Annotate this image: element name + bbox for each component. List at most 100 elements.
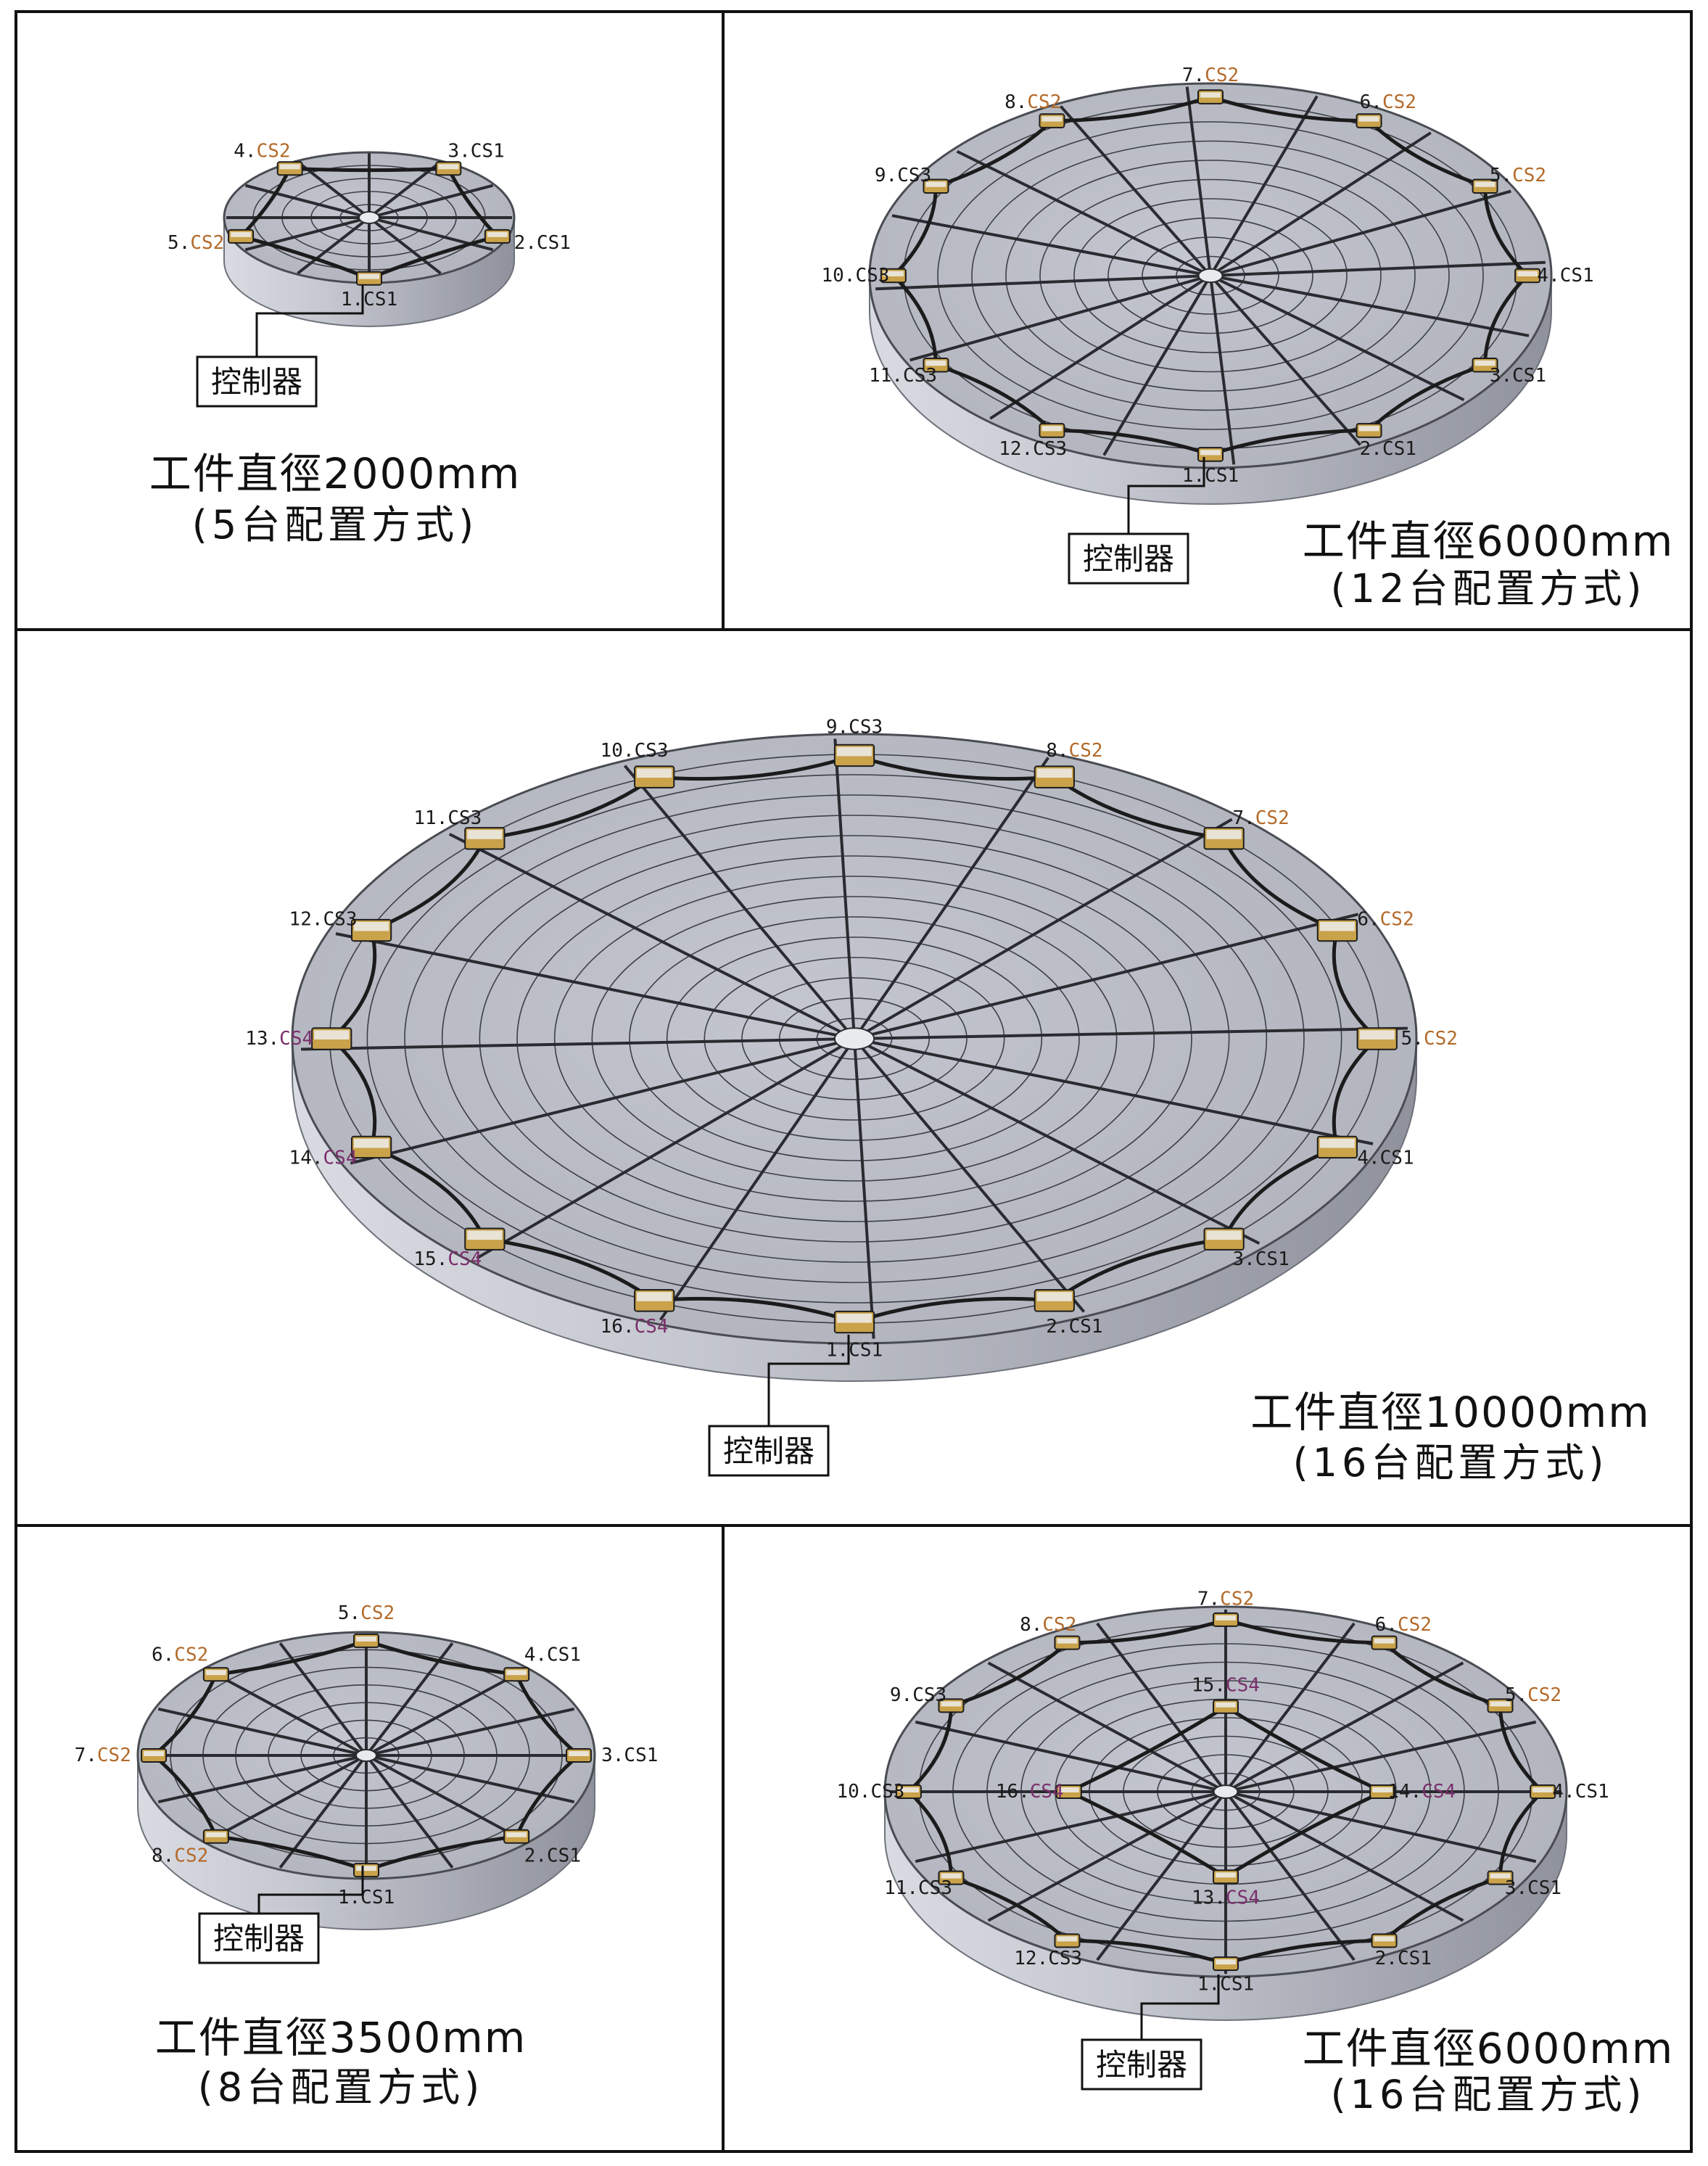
clamp-unit-11: [938, 1870, 965, 1885]
clamp-unit-7: [1203, 827, 1245, 850]
controller-label: 控制器: [211, 364, 302, 400]
clamp-unit-3: [1487, 1870, 1514, 1885]
clamp-unit-10: [634, 765, 675, 788]
unit-label: 13.CS4: [1192, 1887, 1260, 1909]
clamp-unit-3: [435, 161, 462, 176]
clamp-unit-8: [1039, 113, 1065, 128]
clamp-unit-7: [141, 1748, 168, 1763]
panel-title: 工件直徑10000mm: [1250, 1388, 1651, 1437]
clamp-unit-13: [1213, 1869, 1239, 1885]
unit-label: 2.CS1: [514, 232, 571, 254]
unit-label: 3.CS1: [601, 1745, 658, 1766]
clamp-unit-1: [356, 271, 382, 286]
unit-label: 1.CS1: [1182, 465, 1239, 487]
clamp-unit-7: [1213, 1612, 1239, 1627]
unit-label: 12.CS3: [999, 438, 1067, 460]
unit-label: 15.CS4: [1192, 1674, 1260, 1696]
clamp-unit-8: [1054, 1635, 1081, 1650]
unit-label: 9.CS3: [826, 716, 883, 738]
table-spokes: [875, 86, 1546, 465]
clamp-unit-4: [503, 1667, 530, 1682]
clamp-unit-9: [833, 744, 875, 767]
unit-label: 3.CS1: [1490, 365, 1546, 387]
controller-lead: [1127, 457, 1205, 534]
diagram-panel-p6000a: 1.CS12.CS13.CS14.CS15.CS26.CS27.CS28.CS2…: [821, 65, 1675, 611]
unit-label: 4.CS1: [1537, 265, 1593, 287]
clamp-unit-14: [1369, 1784, 1396, 1799]
unit-label: 11.CS3: [869, 365, 937, 387]
unit-label: 11.CS3: [884, 1877, 952, 1899]
unit-label: 10.CS3: [836, 1781, 904, 1803]
panel-subtitle: (8台配置方式): [198, 2064, 484, 2110]
clamp-unit-1: [833, 1310, 875, 1334]
unit-label: 13.CS4: [245, 1028, 313, 1050]
unit-label: 4.CS2: [234, 141, 290, 162]
controller-lead: [255, 284, 364, 357]
unit-label: 5.CS2: [338, 1602, 395, 1624]
clamp-unit-10: [895, 1784, 922, 1799]
clamp-unit-11: [464, 827, 506, 850]
diagram-panel-p3500: 1.CS12.CS13.CS14.CS15.CS26.CS27.CS28.CS2…: [75, 1602, 659, 2110]
unit-label: 3.CS1: [1232, 1248, 1289, 1270]
clamp-unit-5: [1487, 1698, 1514, 1713]
clamp-unit-3: [565, 1748, 592, 1763]
controller-box: 控制器: [198, 1912, 320, 1964]
unit-label: 5.CS2: [1401, 1028, 1458, 1050]
controller-label: 控制器: [1083, 541, 1174, 577]
table-spokes: [890, 1609, 1561, 1974]
unit-label: 16.CS4: [601, 1316, 669, 1338]
unit-label: 3.CS1: [1505, 1877, 1561, 1899]
clamp-unit-5: [1356, 1027, 1398, 1050]
table-hub: [355, 1749, 377, 1762]
unit-label: 6.CS2: [1357, 909, 1414, 931]
unit-label: 4.CS1: [524, 1644, 581, 1665]
controller-box: 控制器: [1081, 2038, 1202, 2091]
unit-label: 4.CS1: [1357, 1147, 1414, 1169]
controller-lead: [257, 1866, 364, 1914]
clamp-unit-1: [1197, 447, 1224, 462]
diagram-panel-p6000b: 1.CS12.CS13.CS14.CS15.CS26.CS27.CS28.CS2…: [836, 1588, 1672, 2117]
clamp-unit-11: [923, 357, 949, 373]
cable-route: [237, 166, 501, 281]
controller-label: 控制器: [213, 1921, 305, 1956]
unit-label: 12.CS3: [289, 909, 358, 931]
clamp-unit-2: [503, 1829, 530, 1844]
unit-label: 7.CS2: [1197, 1588, 1254, 1610]
unit-label: 1.CS1: [338, 1887, 395, 1908]
clamp-unit-4: [1316, 1135, 1358, 1159]
clamp-unit-9: [923, 178, 949, 194]
clamp-unit-3: [1203, 1227, 1245, 1251]
panel-title: 工件直徑3500mm: [155, 2013, 527, 2062]
clamp-unit-15: [464, 1227, 506, 1251]
panel-title: 工件直徑6000mm: [1303, 516, 1675, 566]
clamp-unit-16: [634, 1289, 675, 1312]
clamp-unit-1: [353, 1863, 379, 1878]
clamp-unit-13: [311, 1027, 352, 1050]
table-spokes: [301, 738, 1408, 1339]
unit-label: 6.CS2: [152, 1644, 208, 1665]
unit-label: 2.CS1: [1360, 438, 1416, 460]
clamp-unit-14: [350, 1135, 392, 1159]
unit-label: 9.CS3: [875, 165, 931, 186]
clamp-unit-6: [1371, 1635, 1398, 1650]
clamp-unit-5: [353, 1633, 379, 1648]
clamp-unit-4: [276, 161, 303, 176]
controller-box: 控制器: [1068, 532, 1189, 585]
unit-label: 2.CS1: [1046, 1316, 1102, 1338]
controller-lead: [767, 1335, 850, 1426]
clamp-unit-5: [228, 228, 255, 244]
unit-label: 5.CS2: [1490, 165, 1546, 186]
unit-label: 14.CS4: [1387, 1781, 1456, 1803]
controller-label: 控制器: [1096, 2047, 1187, 2083]
panel-frame: [15, 10, 1693, 2153]
clamp-unit-2: [1371, 1933, 1398, 1948]
unit-label: 7.CS2: [1182, 65, 1239, 86]
clamp-unit-12: [1054, 1933, 1081, 1948]
panels-layer: 1.CS12.CS13.CS14.CS25.CS2控制器工件直徑2000mm(5…: [75, 65, 1675, 2117]
unit-label: 1.CS1: [341, 289, 397, 310]
panel-subtitle: (5台配置方式): [192, 502, 479, 548]
unit-label: 6.CS2: [1375, 1614, 1432, 1636]
table-hub: [358, 211, 380, 224]
unit-label: 9.CS3: [890, 1684, 946, 1706]
clamp-unit-8: [1034, 765, 1075, 788]
